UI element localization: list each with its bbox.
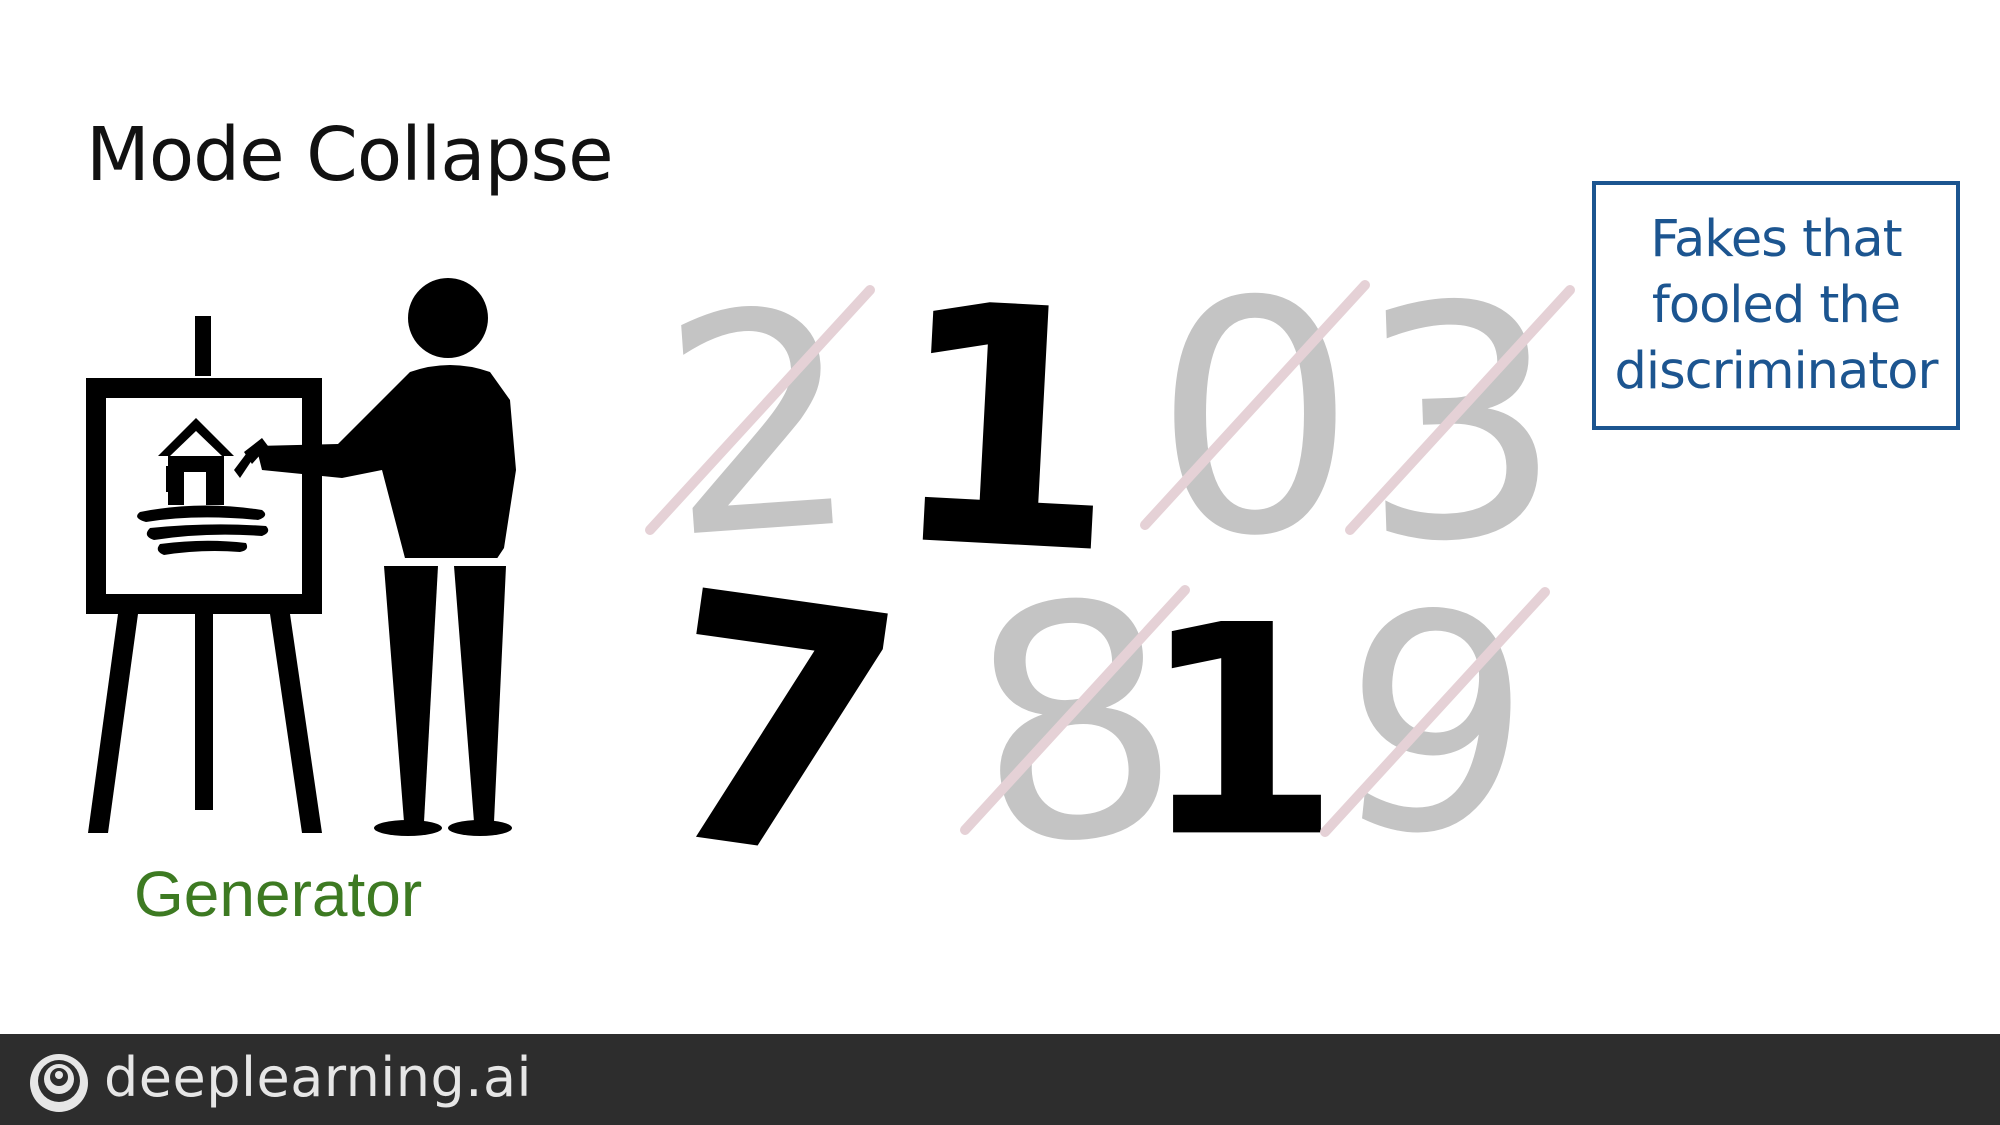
- slide-title: Mode Collapse: [86, 112, 614, 198]
- painter-at-easel-icon: [86, 278, 516, 836]
- brand-name: deeplearning.ai: [104, 1046, 533, 1109]
- strike-through-line: [1320, 587, 1550, 837]
- deeplearning-ai-logo-icon: [30, 1054, 88, 1112]
- rejected-digit: 9: [1321, 543, 1547, 910]
- rejected-digit: 2: [653, 244, 868, 605]
- rejected-digit: 3: [1352, 236, 1568, 615]
- callout-line-1: Fakes that: [1650, 209, 1902, 269]
- strike-through-line: [1140, 280, 1370, 530]
- fooled-digit: 7: [635, 518, 924, 943]
- strike-through-line: [1345, 285, 1575, 535]
- footer-bar: deeplearning.ai: [0, 1034, 2000, 1125]
- callout-line-3: discriminator: [1614, 341, 1939, 401]
- strike-through-line: [960, 585, 1190, 835]
- generator-label: Generator: [134, 858, 423, 930]
- rejected-digit: 8: [955, 530, 1196, 921]
- fooled-digit: 1: [880, 232, 1129, 627]
- rejected-digit: 0: [1153, 234, 1357, 606]
- strike-through-line: [645, 285, 875, 535]
- callout-line-2: fooled the: [1651, 275, 1901, 335]
- fakes-callout: Fakes that fooled the discriminator: [1592, 181, 1960, 430]
- fooled-digit: 1: [1139, 564, 1341, 901]
